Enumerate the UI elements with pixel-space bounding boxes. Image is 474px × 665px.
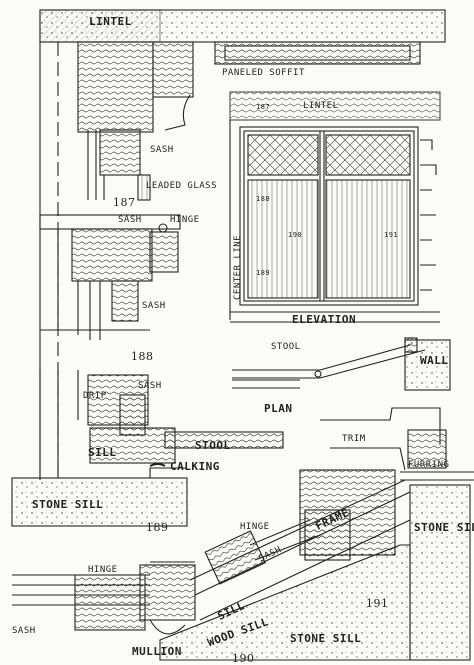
- elevation-ref-189: 189: [256, 269, 271, 277]
- label-hinge-190: HINGE: [88, 565, 118, 575]
- figure-189: [11, 370, 284, 527]
- figure-number-188: 188: [131, 350, 154, 363]
- figure-190: [12, 479, 411, 661]
- label-elevation: ELEVATION: [292, 313, 357, 326]
- label-center-line: CENTER LINE: [233, 234, 243, 300]
- figure-188: [39, 214, 181, 340]
- label-drip: DRIP: [83, 391, 107, 401]
- figure-number-187: 187: [113, 196, 136, 209]
- label-hinge-191: HINGE: [240, 522, 270, 532]
- label-hinge-188: HINGE: [170, 215, 200, 225]
- label-stone-sill-189: STONE SILL: [32, 498, 104, 511]
- elevation-ref-188: 188: [256, 195, 271, 203]
- label-furring: FURRING: [408, 460, 450, 470]
- label-plan: PLAN: [264, 402, 293, 415]
- label-stool-189: STOOL: [195, 439, 231, 452]
- label-sash-190: SASH: [12, 626, 36, 636]
- label-sash-187: SASH: [150, 145, 174, 155]
- elevation-view: [229, 91, 441, 323]
- label-sash-188: SASH: [142, 301, 166, 311]
- plan-view: [232, 337, 451, 391]
- label-lintel-top: LINTEL: [89, 15, 132, 28]
- label-sill-189: SILL: [88, 446, 117, 459]
- figure-number-189: 189: [146, 521, 169, 534]
- label-mullion: MULLION: [132, 645, 182, 658]
- figure-191: [249, 407, 474, 661]
- label-sash-189: SASH: [138, 381, 162, 391]
- label-stone-sill-191: STONE SILL: [414, 521, 474, 534]
- label-elevation-lintel: LINTEL: [303, 101, 339, 111]
- figure-number-190: 190: [232, 652, 255, 665]
- label-calking: CALKING: [170, 460, 220, 473]
- label-wall: WALL: [420, 354, 449, 367]
- figure-number-191: 191: [366, 597, 389, 610]
- label-leaded-glass: LEADED GLASS: [146, 181, 218, 191]
- elevation-ref-187: 187: [256, 103, 271, 111]
- label-paneled-soffit: PANELED SOFFIT: [222, 68, 305, 78]
- label-stone-sill-190: STONE SILL: [290, 632, 362, 645]
- label-stool-plan: STOOL: [271, 342, 301, 352]
- elevation-ref-191: 191: [384, 231, 399, 239]
- label-trim: TRIM: [342, 434, 366, 444]
- elevation-ref-190: 190: [288, 231, 303, 239]
- label-sash-hinge: SASH: [118, 215, 142, 225]
